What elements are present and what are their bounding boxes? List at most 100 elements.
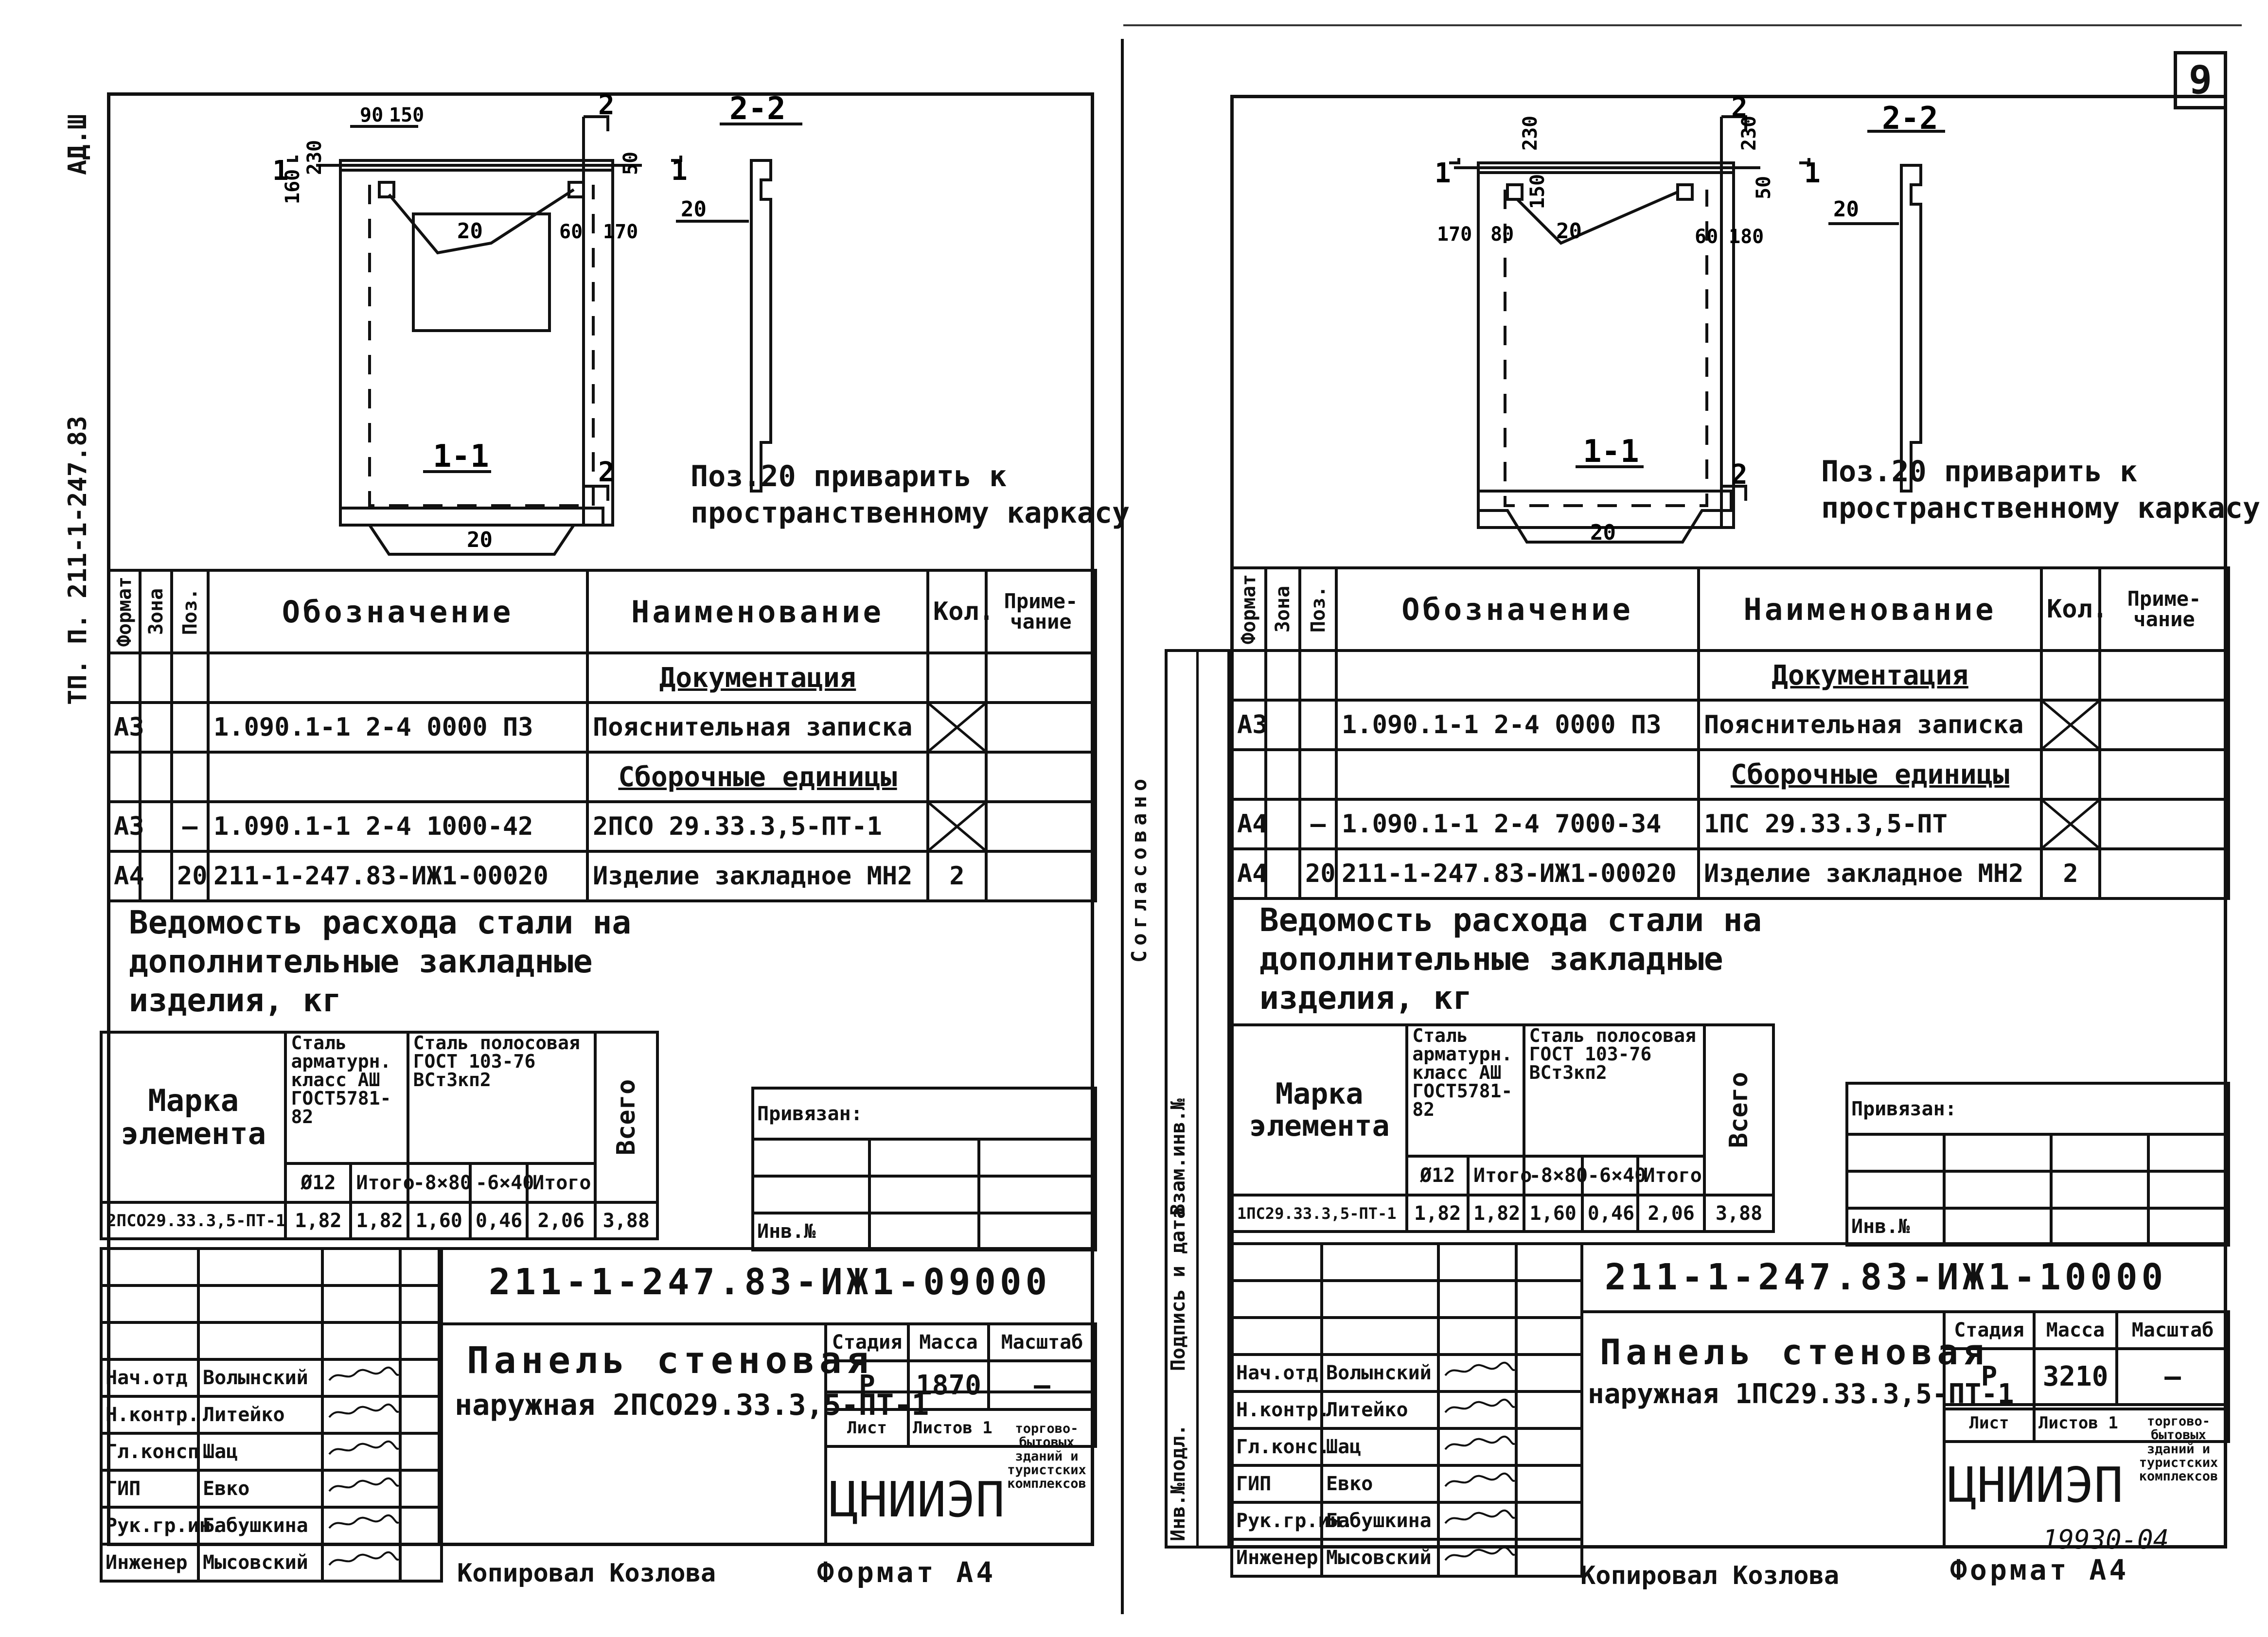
left-title-block — [102, 1247, 1094, 1549]
signature-icon — [1444, 1361, 1516, 1376]
left-format: Формат А4 — [817, 1556, 996, 1589]
right-dim-4: 50 — [1753, 176, 1775, 199]
blank-cell — [1515, 1242, 1583, 1282]
right-spec-hdr-note: Приме- чание — [2098, 566, 2230, 652]
right-steel-total: 3,88 — [1702, 1194, 1775, 1233]
spec-name: Изделие закладное МН2 — [586, 850, 929, 902]
blank-cell — [1230, 1316, 1323, 1356]
left-dim-7: 170 — [603, 221, 638, 243]
left-opening — [413, 214, 549, 331]
signer-name: Евко — [1320, 1464, 1440, 1504]
strip-sign-date: Подпись и дата — [1167, 1207, 1189, 1371]
left-pos-label-2: 20 — [681, 197, 707, 222]
spec-zone — [139, 850, 173, 902]
signature-icon — [328, 1477, 400, 1492]
cross-mark-icon — [928, 703, 986, 752]
spec-designation — [1335, 649, 1700, 702]
spec-format — [1230, 748, 1267, 801]
right-spec-hdr-designation: Обозначение — [1335, 566, 1700, 652]
spec-note — [985, 651, 1097, 704]
signer-date — [1515, 1427, 1583, 1467]
signer-role: Инженер — [1230, 1538, 1323, 1578]
signer-role: Гл.конс. — [1230, 1427, 1330, 1467]
signer-name: Шац — [197, 1432, 324, 1472]
spec-qty: 2 — [2040, 847, 2101, 900]
signer-name: Волынский — [1320, 1353, 1440, 1393]
signer-date — [1515, 1538, 1583, 1578]
right-view-profile — [1478, 491, 1731, 542]
signature-icon — [1444, 1509, 1516, 1524]
spec-zone — [1264, 798, 1301, 850]
left-pos-label-3: 20 — [467, 528, 493, 552]
left-steel-hdr-d12: Ø12 — [284, 1162, 353, 1204]
left-steel-hdr-mark: Марка элемента — [99, 1031, 287, 1204]
right-dim-7: 20 — [1556, 219, 1582, 244]
page-number: 9 — [2188, 57, 2213, 103]
blank-row — [1230, 1316, 1583, 1356]
left-stage-val-1: 1870 — [907, 1359, 990, 1411]
left-copied: Копировал Козлова — [457, 1559, 716, 1588]
signature-icon — [321, 1358, 402, 1398]
blank-row — [1230, 1279, 1583, 1319]
right-steel-title-1: Ведомость расхода стали на — [1259, 901, 1762, 939]
right-stage-val-1: 3210 — [2033, 1347, 2118, 1406]
spec-designation — [207, 651, 589, 704]
left-bound-block: Привязан: Инв.№ — [751, 1087, 1097, 1251]
spec-zone — [1264, 847, 1301, 900]
blank-row — [100, 1284, 443, 1324]
spec-format: А4 — [1230, 798, 1268, 850]
strip-agreed: Согласовано — [1127, 774, 1151, 963]
spec-zone — [139, 800, 173, 853]
left-spec-table: Формат Зона Поз. Обозначение Наименовани… — [107, 569, 1097, 902]
fold-line — [1121, 39, 1124, 1614]
spec-format: А3 — [107, 800, 144, 853]
right-copied: Копировал Козлова — [1580, 1561, 1840, 1590]
spec-note — [985, 751, 1097, 803]
spec-pos — [170, 701, 210, 754]
blank-cell — [1320, 1316, 1440, 1356]
spec-qty-cross — [926, 701, 988, 754]
spec-zone — [139, 701, 173, 754]
left-spec-hdr-designation: Обозначение — [207, 569, 589, 654]
blank-cell — [197, 1247, 324, 1287]
left-doc-code: 211-1-247.83-ИЖ1-09000 — [489, 1261, 1051, 1303]
left-stage-val-0: Р — [824, 1359, 910, 1411]
cross-mark-icon — [928, 802, 986, 851]
signer-name: Евко — [197, 1469, 324, 1509]
right-section-profile — [1901, 165, 1921, 491]
left-pos-label-1: 20 — [457, 219, 483, 244]
right-bound-label: Привязан: — [1845, 1082, 2230, 1136]
blank-cell — [399, 1284, 443, 1324]
right-cut-one-b: 1 — [1804, 158, 1821, 189]
spec-designation: 211-1-247.83-ИЖ1-00020 — [207, 850, 589, 902]
signature-icon — [1444, 1472, 1516, 1487]
signer-date — [399, 1469, 443, 1509]
page-number-box: 9 — [2174, 51, 2227, 109]
right-stage-hdr-0: Стадия — [1943, 1310, 2036, 1350]
right-format: Формат А4 — [1950, 1553, 2129, 1586]
signer-name: Бабушкина — [1320, 1501, 1440, 1541]
right-title-2: наружная 1ПС29.33.3,5-ПТ-1 — [1588, 1378, 2014, 1410]
signer-role: Н.контр. — [100, 1395, 200, 1435]
strip-inv-orig: Инв.№подл. — [1167, 1424, 1189, 1541]
spec-designation — [1335, 748, 1700, 801]
left-org-text: торгово-бытовых зданий и туристских комп… — [1007, 1421, 1086, 1492]
left-dim-6: 60 — [559, 221, 583, 243]
spec-name: Сборочные единицы — [586, 751, 929, 803]
right-pos-label-3: 20 — [1590, 520, 1616, 545]
spec-zone — [139, 651, 173, 704]
strip-replaced-inv: Взам.инв.№ — [1167, 1098, 1189, 1215]
right-panel-hidden-edge — [1505, 190, 1707, 506]
signer-date — [399, 1358, 443, 1398]
spec-name: Пояснительная записка — [1697, 699, 2043, 751]
signer-name: Мысовский — [1320, 1538, 1440, 1578]
left-spec-hdr-name: Наименование — [586, 569, 929, 654]
right-steel-d12: 1,82 — [1405, 1194, 1470, 1233]
right-steel-subtotal1: 1,82 — [1466, 1194, 1525, 1233]
spec-format: А3 — [107, 701, 144, 754]
right-steel-subtotal2: 2,06 — [1636, 1194, 1706, 1233]
